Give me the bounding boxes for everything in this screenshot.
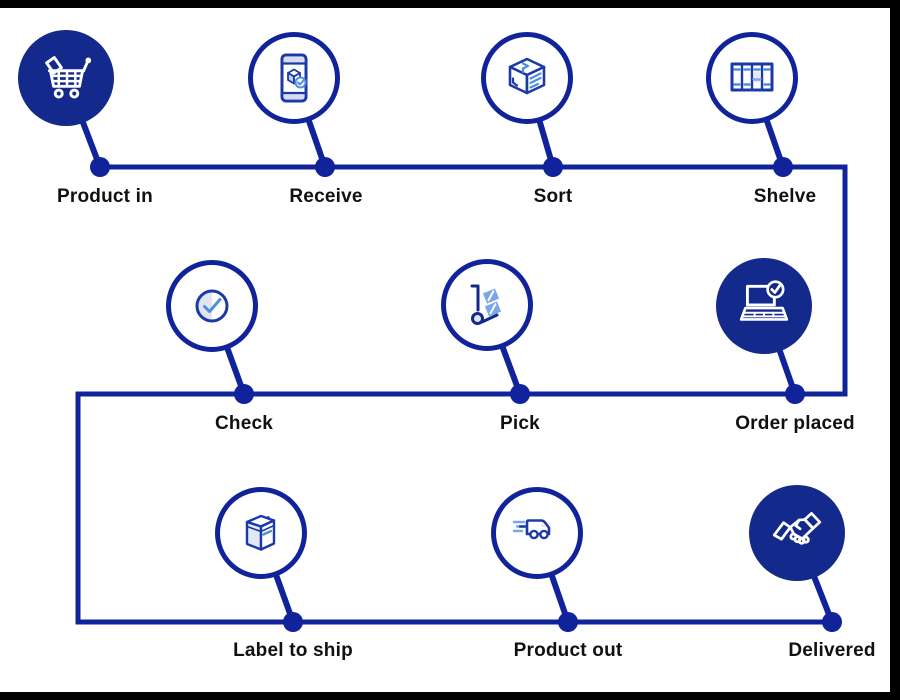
connector-dot — [90, 157, 110, 177]
frame-bar-right — [890, 0, 900, 700]
shelf-rack-icon — [730, 62, 774, 92]
frame-bar-bottom — [0, 692, 900, 700]
step-label: Shelve — [753, 186, 817, 207]
connector-dot — [510, 384, 530, 404]
step-label: Label to ship — [233, 640, 353, 661]
node-delivered — [749, 485, 845, 581]
laptop-check-icon — [739, 280, 789, 321]
flow-path — [75, 164, 848, 625]
connector-dot — [822, 612, 842, 632]
connector-dot — [283, 612, 303, 632]
node-receive — [248, 32, 340, 124]
node-product-out — [491, 487, 583, 579]
node-label-to-ship — [215, 487, 307, 579]
delivery-truck-icon — [512, 519, 551, 540]
smartphone-scan-icon — [280, 53, 308, 103]
node-pick — [441, 259, 533, 351]
parcel-box-icon — [508, 57, 546, 95]
frame-bar-top — [0, 0, 900, 8]
node-shelve — [706, 32, 798, 124]
node-product-in — [18, 30, 114, 126]
step-label: Product in — [57, 186, 153, 207]
connector-dot — [558, 612, 578, 632]
step-label: Pick — [500, 413, 540, 434]
step-label: Delivered — [788, 640, 876, 661]
step-label: Sort — [533, 186, 573, 207]
connector-dot — [785, 384, 805, 404]
check-circle-icon — [195, 289, 229, 323]
node-sort — [481, 32, 573, 124]
step-label: Product out — [513, 640, 623, 661]
connector-dot — [315, 157, 335, 177]
step-label: Order placed — [735, 413, 855, 434]
carton-icon — [245, 514, 276, 551]
step-label: Check — [214, 413, 274, 434]
connector-dot — [234, 384, 254, 404]
shopping-cart-icon — [45, 56, 92, 99]
step-label: Receive — [289, 186, 363, 207]
node-order-placed — [716, 258, 812, 354]
connector-dot — [773, 157, 793, 177]
hand-truck-icon — [470, 284, 502, 325]
connector-dot — [543, 157, 563, 177]
node-check — [166, 260, 258, 352]
handshake-icon — [772, 511, 822, 545]
